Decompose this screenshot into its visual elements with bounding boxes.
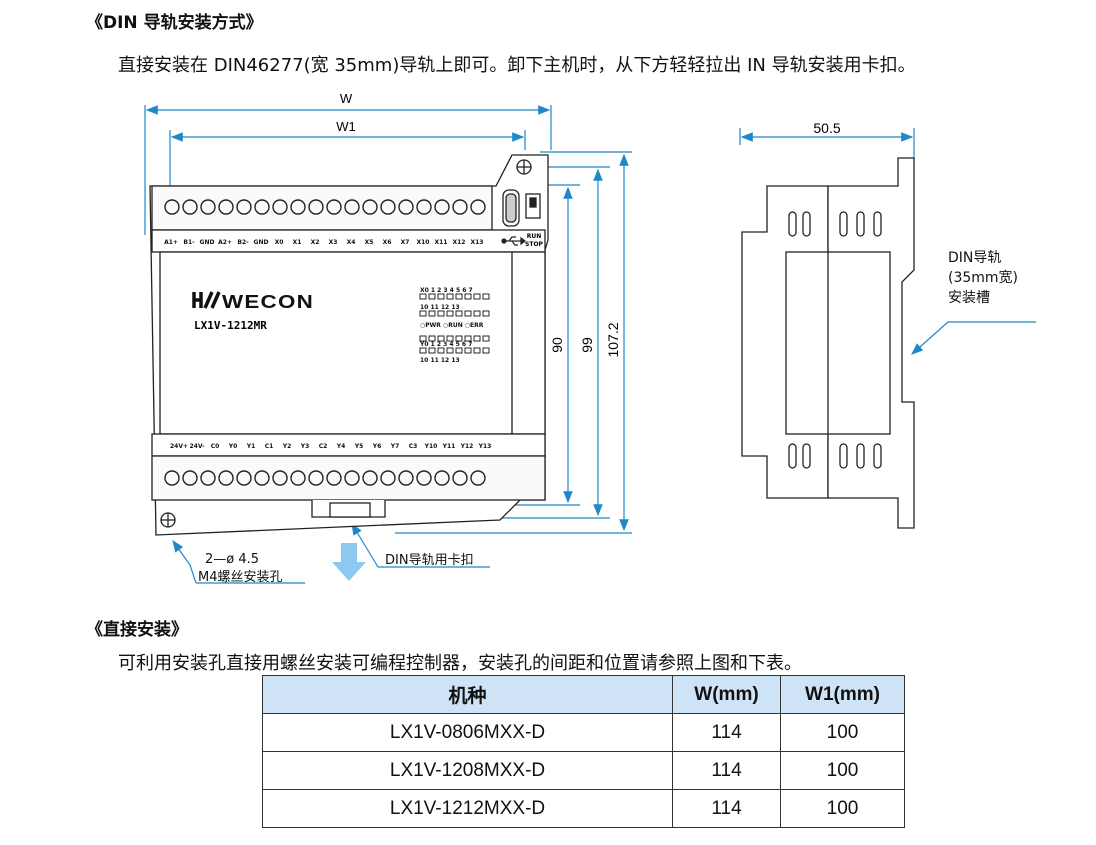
led-x-row2: 10 11 12 13 — [420, 304, 460, 311]
table-row: LX1V-0806MXX-D 114 100 — [262, 713, 905, 752]
bottom-terminal-label: Y6 — [372, 443, 382, 450]
header-w1: W1(mm) — [780, 675, 905, 714]
mounting-hole-screw: M4螺丝安装孔 — [198, 570, 283, 585]
top-terminal-label: X2 — [311, 239, 320, 246]
bottom-terminal-label: Y10 — [424, 443, 438, 450]
cell-model: LX1V-1212MXX-D — [262, 789, 673, 828]
cell-w1: 100 — [780, 789, 905, 828]
pull-down-arrow — [332, 543, 366, 581]
top-terminal-label: X13 — [471, 239, 484, 246]
cell-w1: 100 — [780, 751, 905, 790]
top-terminal-label: X4 — [347, 239, 356, 246]
bottom-terminal-label: Y5 — [354, 443, 364, 450]
top-terminal-label: A1+ — [164, 239, 178, 246]
bottom-terminal-screws — [164, 470, 486, 486]
top-terminal-label: X1 — [293, 239, 302, 246]
clip-label: DIN导轨用卡扣 — [385, 553, 474, 568]
top-terminal-screws — [164, 199, 486, 215]
top-terminal-label: X3 — [329, 239, 338, 246]
top-terminal-label: A2+ — [218, 239, 232, 246]
led-y-row2: 10 11 12 13 — [420, 357, 460, 364]
cell-w: 114 — [672, 713, 781, 752]
bottom-terminal-label: C3 — [409, 443, 418, 450]
section2-text: 可利用安装孔直接用螺丝安装可编程控制器，安装孔的间距和位置请参照上图和下表。 — [118, 653, 802, 674]
top-terminal-label: B2- — [237, 239, 249, 246]
section1-heading: 《DIN 导轨安装方式》 — [86, 13, 263, 33]
led-panel: X0 1 2 3 4 5 6 7 10 11 12 13 ○PWR ○RUN ○… — [419, 287, 484, 364]
top-terminal-label: GND — [254, 239, 269, 246]
dim-99-label: 99 — [579, 337, 595, 353]
led-boxes — [419, 293, 490, 354]
rail-label-line2: (35mm宽) — [948, 269, 1018, 286]
header-w: W(mm) — [672, 675, 781, 714]
bottom-terminal-label: 24V+ — [170, 443, 188, 450]
section2-heading: 《直接安装》 — [86, 620, 188, 640]
section1-text: 直接安装在 DIN46277(宽 35mm)导轨上即可。卸下主机时，从下方轻轻拉… — [118, 55, 916, 76]
bottom-terminal-label: C2 — [319, 443, 328, 450]
top-terminal-label: X5 — [365, 239, 374, 246]
top-terminal-label: X0 — [275, 239, 284, 246]
stop-switch-label: STOP — [525, 241, 544, 248]
top-terminal-label: B1- — [183, 239, 195, 246]
top-terminal-label: GND — [200, 239, 215, 246]
bottom-terminal-label: Y1 — [246, 443, 256, 450]
bottom-terminal-label: Y11 — [442, 443, 456, 450]
bottom-terminal-label: C1 — [265, 443, 274, 450]
brand-text: WECON — [222, 292, 314, 312]
dim-90-label: 90 — [549, 337, 565, 353]
dim-w1-label: W1 — [336, 119, 356, 134]
top-terminal-label: X12 — [453, 239, 466, 246]
header-model: 机种 — [262, 675, 673, 714]
table-header-row: 机种 W(mm) W1(mm) — [262, 675, 905, 714]
led-x-row1: X0 1 2 3 4 5 6 7 — [420, 287, 473, 294]
rail-label-line3: 安装槽 — [948, 290, 990, 306]
top-terminal-label: X11 — [435, 239, 448, 246]
table-row: LX1V-1208MXX-D 114 100 — [262, 751, 905, 790]
led-y-row1: Y0 1 2 3 4 5 6 7 — [419, 341, 472, 348]
bottom-terminal-label: Y4 — [336, 443, 346, 450]
top-terminal-label: X6 — [383, 239, 392, 246]
brand-logo: WECON — [192, 291, 314, 312]
plc-side-view — [741, 157, 915, 529]
dim-side-label: 50.5 — [813, 120, 840, 136]
cell-w: 114 — [672, 789, 781, 828]
led-status: ○PWR ○RUN ○ERR — [420, 322, 484, 329]
model-label: LX1V-1212MR — [194, 319, 267, 332]
cell-model: LX1V-0806MXX-D — [262, 713, 673, 752]
run-switch-label: RUN — [527, 233, 542, 240]
top-terminal-label: X10 — [417, 239, 430, 246]
bottom-terminal-label: Y3 — [300, 443, 310, 450]
mounting-hole-size: 2—ø 4.5 — [205, 552, 259, 567]
bottom-terminal-label: Y0 — [228, 443, 238, 450]
model-spec-table: 机种 W(mm) W1(mm) LX1V-0806MXX-D 114 100 L… — [262, 675, 905, 828]
bottom-terminal-label: Y13 — [478, 443, 492, 450]
bottom-terminal-label: Y12 — [460, 443, 474, 450]
bottom-terminal-label: 24V- — [189, 443, 205, 450]
top-terminal-label: X7 — [401, 239, 410, 246]
bottom-terminal-label: Y2 — [282, 443, 292, 450]
plc-front-view — [149, 154, 549, 536]
dim-107-label: 107.2 — [605, 322, 621, 357]
cell-w: 114 — [672, 751, 781, 790]
rail-label-line1: DIN导轨 — [948, 250, 1001, 266]
table-row: LX1V-1212MXX-D 114 100 — [262, 789, 905, 828]
cell-w1: 100 — [780, 713, 905, 752]
cell-model: LX1V-1208MXX-D — [262, 751, 673, 790]
dim-w-label: W — [340, 91, 353, 106]
bottom-terminal-label: C0 — [211, 443, 220, 450]
bottom-terminal-label: Y7 — [390, 443, 400, 450]
usb-icon — [501, 236, 526, 246]
